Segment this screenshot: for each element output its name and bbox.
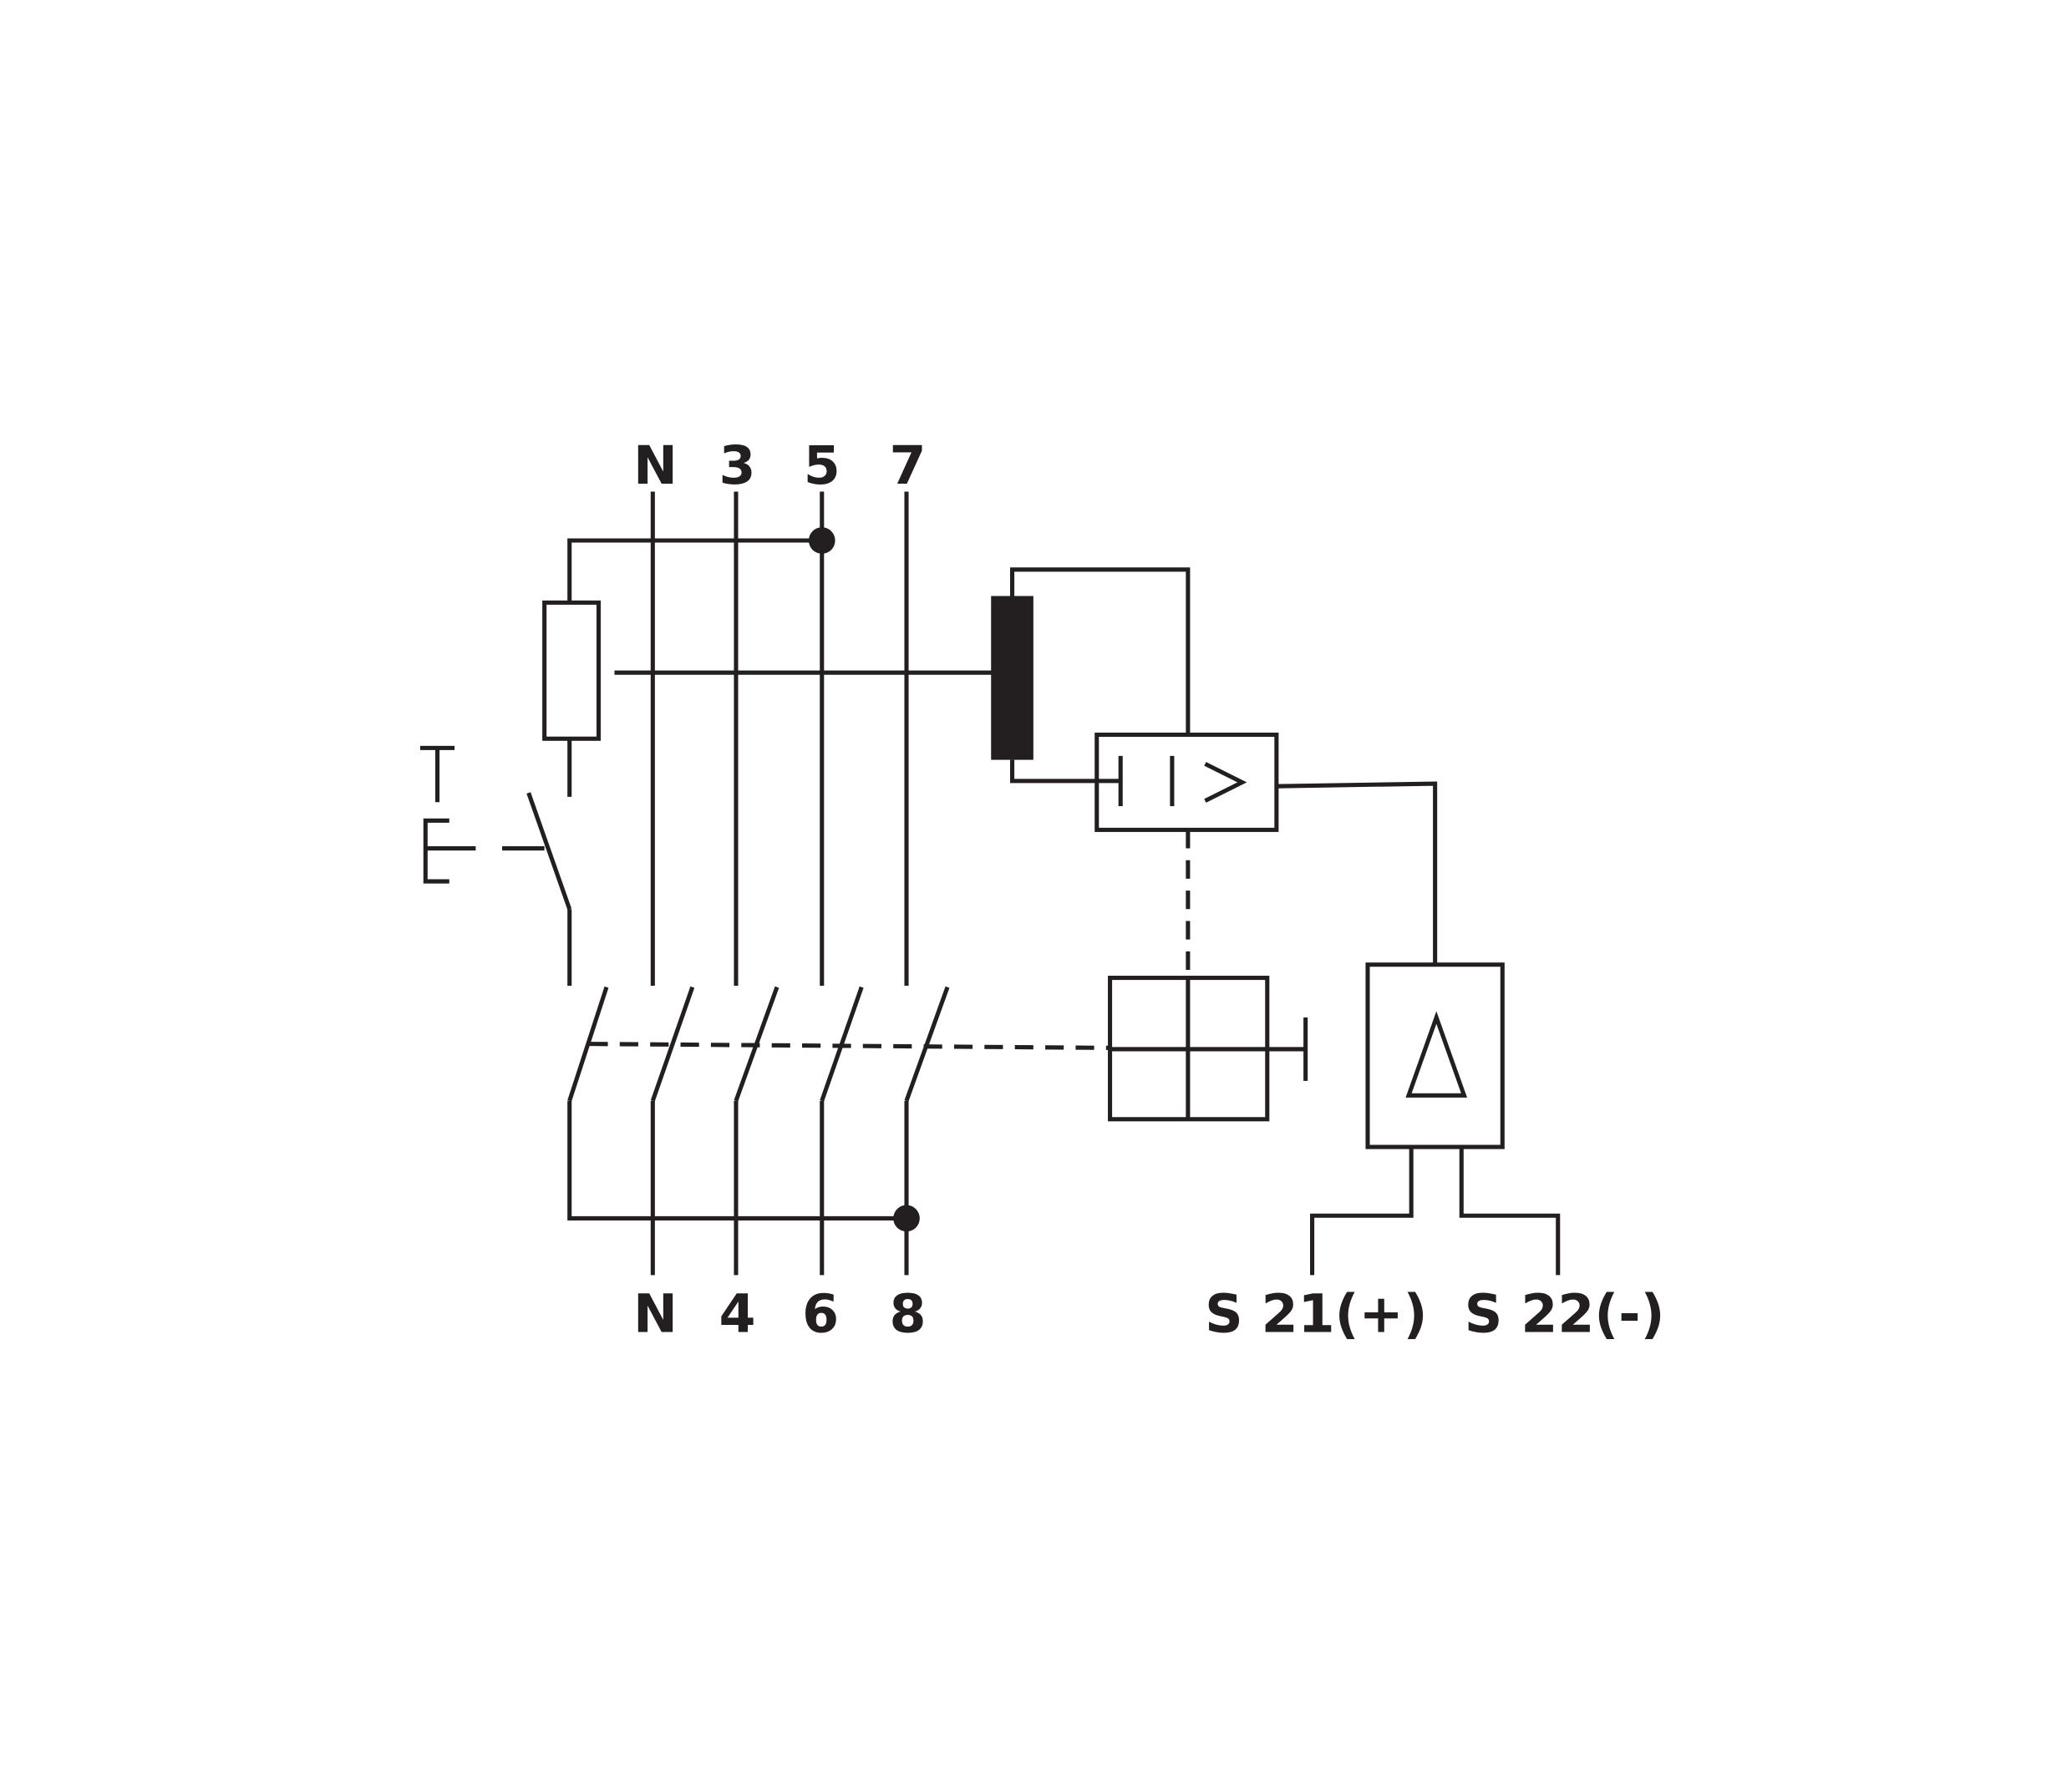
test-resistor — [542, 600, 602, 741]
test-button-icon[interactable] — [419, 745, 545, 884]
terminal-label-top-3: 3 — [719, 434, 756, 496]
transformer-coil — [991, 596, 1033, 760]
terminal-label-bottom-4: 4 — [719, 1282, 756, 1344]
trip-mechanism — [1108, 976, 1308, 1122]
trip-relay — [1094, 733, 1279, 832]
terminal-label-bottom-8: 8 — [890, 1282, 927, 1344]
junction-dot — [893, 1205, 920, 1232]
terminal-label-bottom-6: 6 — [802, 1282, 839, 1344]
terminal-label-top-7: 7 — [890, 434, 927, 496]
test-circuit — [526, 527, 835, 987]
terminal-label-s22: S 22(-) — [1465, 1282, 1665, 1344]
delta-icon — [1405, 1011, 1468, 1098]
terminal-label-bottom-n: N — [633, 1282, 678, 1344]
pole-conductors-upper — [650, 491, 909, 987]
pole-conductors-lower — [567, 1100, 920, 1276]
terminal-label-s21: S 21(+) — [1205, 1282, 1427, 1344]
terminal-label-top-n: N — [633, 434, 678, 496]
terminal-label-top-5: 5 — [804, 434, 840, 496]
auxiliary-signal-module — [1310, 962, 1561, 1276]
junction-dot — [808, 527, 835, 554]
mechanical-link — [589, 1042, 1110, 1050]
